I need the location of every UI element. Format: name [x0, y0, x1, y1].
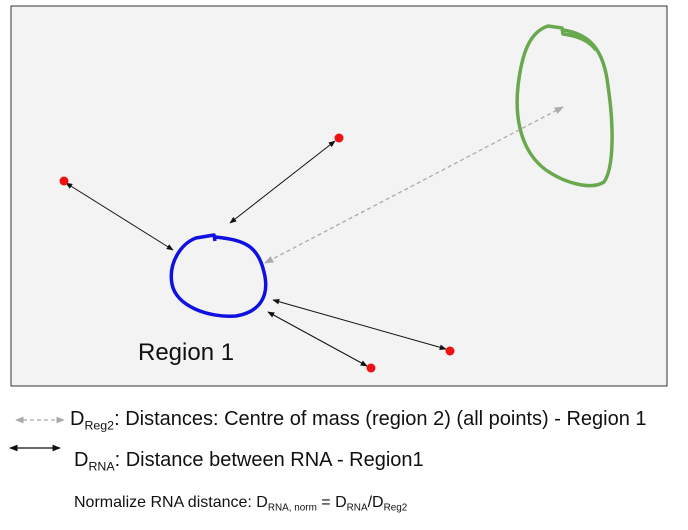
formula-equals: =: [316, 494, 336, 511]
legend-drna-symbol: D: [74, 449, 89, 471]
formula-d-rna-norm: D: [256, 494, 268, 511]
rna-point: [366, 363, 376, 373]
dreg2-dashed-arrow: [264, 106, 564, 264]
rna-arrow-top: [229, 140, 336, 224]
normalize-prefix: Normalize RNA distance:: [74, 494, 257, 511]
legend-dreg2-text: : Distances: Centre of mass (region 2) (…: [114, 408, 647, 430]
rna-arrow-left: [65, 182, 174, 251]
diagram-panel: [10, 5, 668, 387]
region-1-label: Region 1: [138, 339, 234, 366]
normalize-formula: Normalize RNA distance: DRNA, norm = DRN…: [74, 494, 407, 513]
formula-d-rna: D: [335, 494, 347, 511]
rna-point: [334, 133, 344, 143]
legend-dreg2: DReg2: Distances: Centre of mass (region…: [70, 408, 647, 432]
rna-point: [59, 176, 69, 186]
legend-drna-text: : Distance between RNA - Region1: [114, 449, 424, 471]
formula-d-reg2: D: [372, 494, 384, 511]
formula-slash: /: [367, 494, 373, 511]
region-1-outline: [169, 233, 268, 318]
legend-dreg2-sub: Reg2: [84, 418, 115, 433]
formula-d-rna-norm-sub: RNA, norm: [267, 502, 317, 514]
formula-d-rna-sub: RNA: [346, 502, 368, 514]
rna-point: [445, 346, 455, 356]
legend-drna: DRNA: Distance between RNA - Region1: [74, 449, 424, 473]
rna-arrow-bottom: [267, 311, 368, 367]
legend-dreg2-symbol: D: [70, 408, 85, 430]
legend-drna-sub: RNA: [88, 459, 115, 474]
formula-d-reg2-sub: Reg2: [383, 502, 408, 514]
